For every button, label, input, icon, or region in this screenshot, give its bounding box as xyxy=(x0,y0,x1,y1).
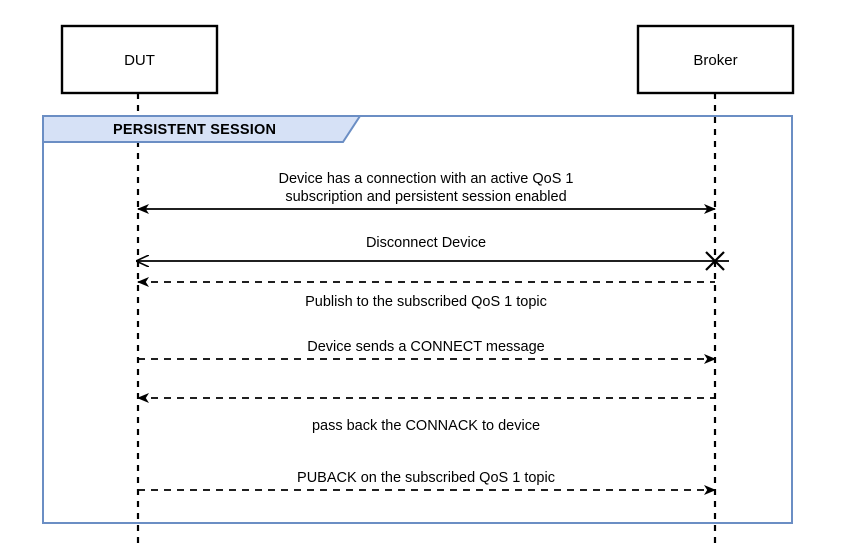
fragment-header-tab xyxy=(42,115,362,143)
message-label: Disconnect Device xyxy=(366,235,486,251)
participant-box-dut xyxy=(60,24,219,95)
participant-label-broker: Broker xyxy=(693,52,737,69)
participant-dut[interactable]: DUT xyxy=(60,24,219,95)
message-label: Publish to the subscribed QoS 1 topic xyxy=(305,294,547,310)
participant-broker[interactable]: Broker xyxy=(636,24,795,95)
message-label: PUBACK on the subscribed QoS 1 topic xyxy=(297,470,555,486)
message-label: pass back the CONNACK to device xyxy=(312,418,540,434)
message-publish-qos1-topic[interactable]: Publish to the subscribed QoS 1 topic xyxy=(137,277,715,310)
message-device-has-connection[interactable]: Device has a connection with an active Q… xyxy=(137,171,716,214)
message-label-line2: subscription and persistent session enab… xyxy=(285,189,566,205)
fragment-body xyxy=(42,115,793,524)
message-device-sends-connect[interactable]: Device sends a CONNECT message xyxy=(138,339,716,364)
message-disconnect-device[interactable]: Disconnect Device xyxy=(137,235,729,271)
message-puback-qos1-topic[interactable]: PUBACK on the subscribed QoS 1 topic xyxy=(138,470,716,495)
message-pass-back-connack[interactable]: pass back the CONNACK to device xyxy=(137,393,715,434)
participant-label-dut: DUT xyxy=(124,52,155,69)
message-label-line1: Device has a connection with an active Q… xyxy=(279,171,574,187)
destroy-marker-broker xyxy=(705,251,725,271)
fragment-label: PERSISTENT SESSION xyxy=(113,122,276,138)
fragment-persistent-session[interactable]: PERSISTENT SESSION xyxy=(42,115,793,524)
participant-box-broker xyxy=(636,24,795,95)
lifelines xyxy=(136,93,717,549)
message-label: Device sends a CONNECT message xyxy=(307,339,544,355)
